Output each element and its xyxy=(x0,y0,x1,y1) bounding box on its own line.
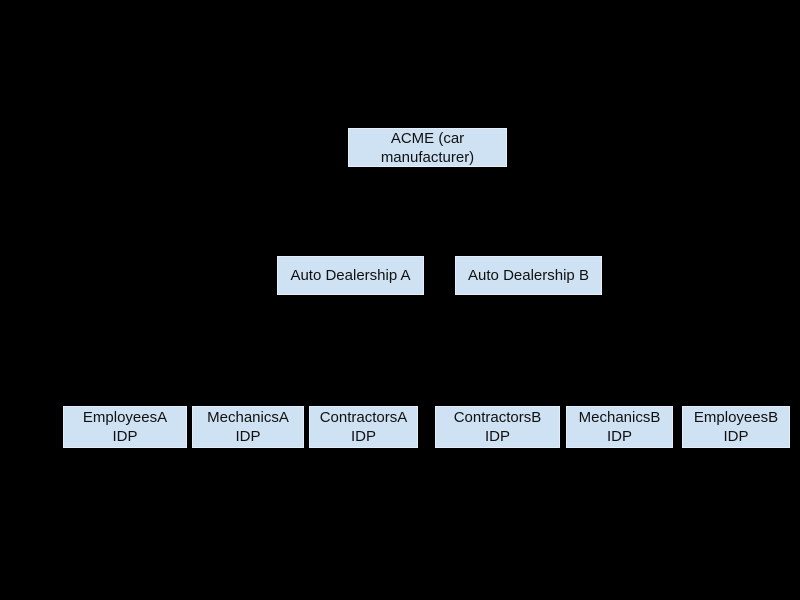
node-mechanics-b-idp-label: MechanicsB IDP xyxy=(578,409,661,445)
node-employees-a-idp: EmployeesA IDP xyxy=(63,406,187,448)
node-mechanics-a-idp-label: MechanicsA IDP xyxy=(207,409,289,445)
node-acme: ACME (car manufacturer) xyxy=(348,128,507,167)
node-auto-dealership-b: Auto Dealership B xyxy=(455,256,602,295)
node-auto-dealership-b-label: Auto Dealership B xyxy=(468,267,589,284)
node-mechanics-a-idp: MechanicsA IDP xyxy=(192,406,304,448)
node-employees-b-idp: EmployeesB IDP xyxy=(682,406,790,448)
node-auto-dealership-a-label: Auto Dealership A xyxy=(290,267,411,284)
node-contractors-b-idp: ContractorsB IDP xyxy=(435,406,560,448)
node-auto-dealership-a: Auto Dealership A xyxy=(277,256,424,295)
node-employees-a-idp-label: EmployeesA IDP xyxy=(82,409,168,445)
node-employees-b-idp-label: EmployeesB IDP xyxy=(693,409,779,445)
node-contractors-a-idp-label: ContractorsA IDP xyxy=(319,409,408,445)
node-mechanics-b-idp: MechanicsB IDP xyxy=(566,406,673,448)
node-contractors-b-idp-label: ContractorsB IDP xyxy=(453,409,542,445)
node-acme-label: ACME (car manufacturer) xyxy=(380,129,475,166)
node-contractors-a-idp: ContractorsA IDP xyxy=(309,406,418,448)
